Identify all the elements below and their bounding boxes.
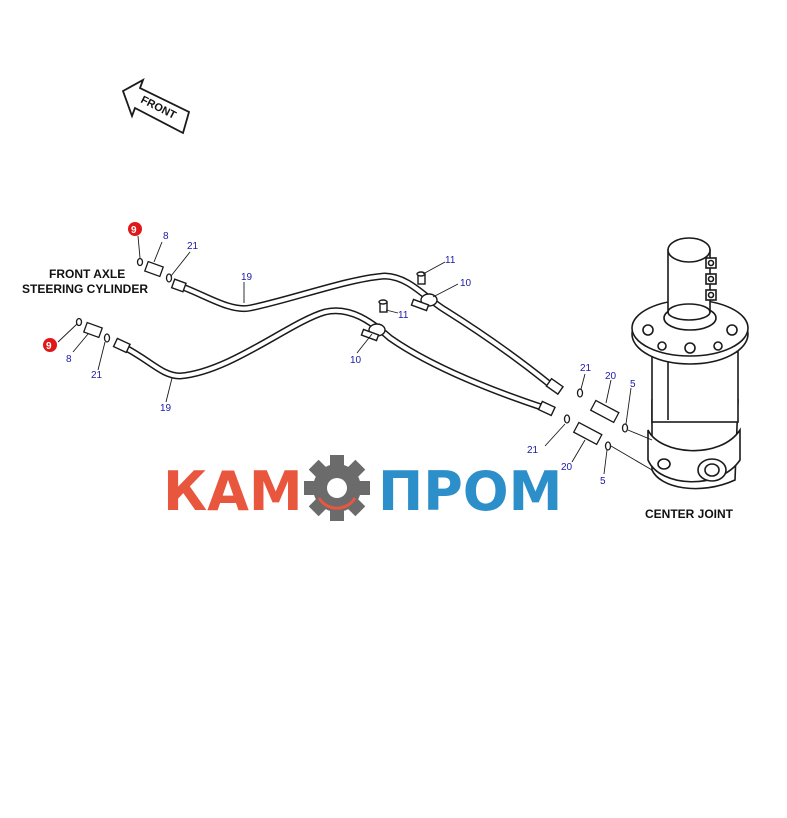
front-direction-arrow: FRONT (121, 78, 191, 135)
oring-9-lower (75, 317, 83, 327)
oring-21-lower (103, 333, 111, 343)
lower-hose (120, 307, 546, 412)
callout-21-right-lower[interactable]: 21 (527, 445, 539, 456)
callout-5-upper[interactable]: 5 (630, 379, 636, 390)
callout-21-lower[interactable]: 21 (91, 370, 103, 381)
callout-10-upper[interactable]: 10 (460, 278, 472, 289)
adapter-8-lower (82, 321, 104, 339)
callout-10-lower[interactable]: 10 (350, 355, 362, 366)
callout-21-upper[interactable]: 21 (187, 241, 199, 252)
front-axle-caption-line1: FRONT AXLE (49, 267, 125, 281)
logo-right-word: ПРОМ (378, 460, 562, 523)
front-arrow-icon (121, 78, 191, 135)
leader-lines (57, 235, 653, 475)
callout-9-upper[interactable]: 9 (131, 225, 137, 236)
center-joint-assembly (631, 237, 749, 490)
adapter-8-upper (143, 260, 165, 278)
logo-left-word: КАМ (163, 460, 303, 523)
highlight-badge-9-upper (128, 222, 142, 236)
oring-9-upper (136, 257, 144, 267)
callout-numbers: 9 8 21 19 11 10 11 10 9 8 21 19 21 20 5 … (46, 225, 636, 487)
callout-8-lower[interactable]: 8 (66, 354, 72, 365)
left-fittings (75, 257, 173, 343)
highlight-badge-9-lower (43, 338, 57, 352)
upper-hose (178, 272, 556, 390)
gear-icon (304, 455, 370, 521)
callout-9-lower[interactable]: 9 (46, 341, 52, 352)
hose-fittings (112, 278, 565, 417)
callout-11-upper[interactable]: 11 (445, 255, 456, 266)
callout-19-upper[interactable]: 19 (241, 272, 253, 283)
callout-21-right-upper[interactable]: 21 (580, 363, 592, 374)
kamprom-logo: КАМ ПРОМ (163, 455, 562, 523)
callout-8-upper[interactable]: 8 (163, 231, 169, 242)
callout-11-lower[interactable]: 11 (398, 310, 409, 321)
callout-20-upper[interactable]: 20 (605, 371, 617, 382)
clamps (360, 271, 438, 342)
right-fittings (563, 388, 629, 451)
front-axle-caption-line2: STEERING CYLINDER (22, 282, 148, 296)
callout-19-lower[interactable]: 19 (160, 403, 172, 414)
callout-5-lower[interactable]: 5 (600, 476, 606, 487)
oring-21-upper (165, 273, 173, 283)
callout-20-lower[interactable]: 20 (561, 462, 573, 473)
center-joint-caption: CENTER JOINT (645, 507, 734, 521)
